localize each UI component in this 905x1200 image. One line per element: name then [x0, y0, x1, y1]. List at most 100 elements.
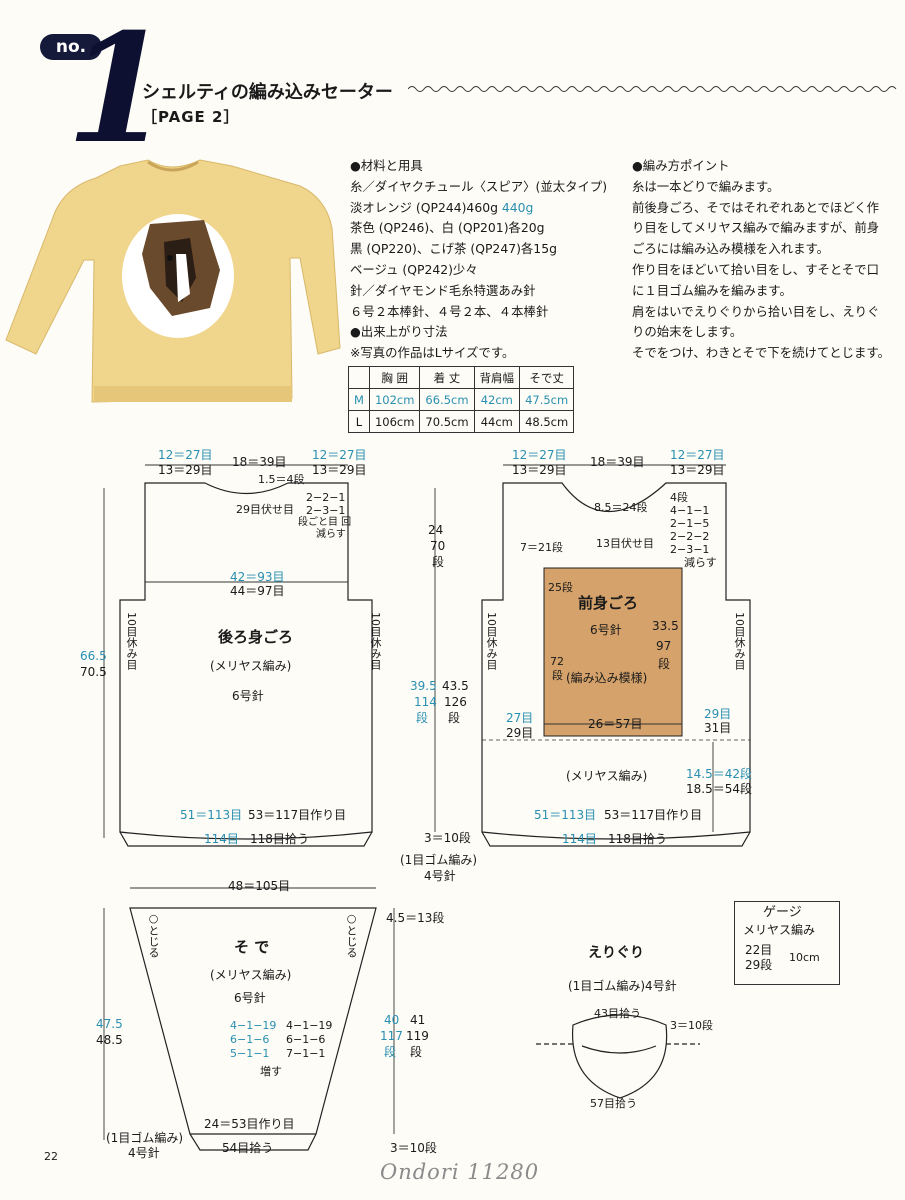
alt-weight: 440g [501, 199, 534, 215]
pattern-number: 1 [66, 1, 171, 177]
front-dec-4: 2−3−1 [670, 543, 710, 556]
armhole-rows: 70 [430, 539, 446, 553]
back-dec-2: 2−3−1 [306, 504, 346, 517]
sleeve-inc-m-1: 4−1−19 [230, 1019, 277, 1032]
back-neck-bind-off: 29目伏せ目 [236, 503, 294, 516]
front-dec-3: 2−2−2 [670, 530, 710, 543]
neckband-rows: 3＝10段 [670, 1019, 713, 1032]
front-neck-width: 18＝39目 [590, 455, 645, 469]
sleeve-rib-type: (1目ゴム編み) [106, 1131, 183, 1145]
front-rest-right: 10目休み目 [733, 612, 746, 670]
gauge-stitch: メリヤス編み [743, 923, 816, 937]
neckband-bottom: 57目拾う [590, 1097, 637, 1110]
size-table: 胸 囲 着 丈 背肩幅 そで丈 M 102cm 66.5cm 42cm 47.5… [348, 366, 575, 433]
front-side-right-m: 29目 [704, 707, 732, 721]
rib-type: (1目ゴム編み) [400, 853, 477, 867]
neckband-type: (1目ゴム編み)4号針 [568, 979, 677, 993]
gauge-size: 10cm [789, 951, 820, 964]
back-shoulder-m: 12＝27目 [158, 448, 213, 462]
points-line: 肩をはいでえりぐりから拾い目をし、えりぐ [632, 303, 880, 319]
gauge-box: ゲージ メリヤス編み 22目 29段 10cm [734, 901, 840, 985]
page-title: シェルティの編み込みセーター [142, 82, 393, 103]
back-neck-width: 18＝39目 [232, 455, 287, 469]
table-cell: 66.5cm [419, 388, 475, 411]
front-side-right-l: 31目 [704, 721, 732, 735]
front-shoulder-l: 13＝29目 [512, 463, 567, 477]
front-needle: 6号針 [590, 623, 622, 637]
sleeve-rows-m2: 117 [380, 1029, 403, 1043]
front-motif-height: 33.5 [652, 619, 679, 633]
gauge-title: ゲージ [763, 905, 802, 920]
front-lower-l: 18.5＝54段 [686, 782, 752, 796]
materials-line: 黒 (QP220)、こげ茶 (QP247)各15g [350, 241, 557, 257]
points-line: ●編み方ポイント [632, 158, 730, 173]
body-unit-m: 段 [416, 711, 429, 725]
sleeve-top-width: 48＝105目 [228, 879, 291, 893]
front-pick-l: 118目拾う [608, 832, 667, 846]
table-header: 背肩幅 [473, 366, 521, 389]
materials-line: 淡オレンジ (QP244)460g 440g [350, 199, 534, 215]
sleeve-rows-m: 40 [384, 1013, 400, 1027]
sleeve-inc-m-2: 6−1−6 [230, 1033, 270, 1046]
sleeve-pick: 54目拾う [222, 1141, 274, 1155]
watermark: Ondori 11280 [380, 1160, 540, 1184]
back-pick-m: 114目 [204, 832, 239, 846]
sleeve-stitch: (メリヤス編み) [210, 968, 292, 982]
body-rows-m: 114 [414, 695, 437, 709]
materials-line: ベージュ (QP242)少々 [350, 261, 478, 277]
back-width-l: 44＝97目 [230, 584, 285, 598]
armhole-unit: 段 [432, 555, 445, 569]
back-stitch: (メリヤス編み) [210, 659, 292, 673]
materials-block: ●材料と用具 糸／ダイヤクチュール〈スピア〉(並太タイプ) 淡オレンジ (QP2… [350, 156, 607, 364]
knitting-points: ●編み方ポイント 糸は一本どりで編みます。 前後身ごろ、そではそれぞれあとでほど… [632, 156, 890, 364]
front-side-left-m: 27目 [506, 711, 534, 725]
front-shoulder-m: 12＝27目 [512, 448, 567, 462]
sleeve-rows-l3: 段 [410, 1045, 423, 1059]
front-motif-unit: 段 [658, 657, 671, 671]
front-pick-m: 114目 [562, 832, 597, 846]
page-reference: ［PAGE 2］ [142, 108, 240, 126]
body-cm-m: 39.5 [410, 679, 437, 693]
sleeve-seam-right: ○とじる [345, 912, 358, 958]
back-dec-note-1: 段ごと目 回 [298, 517, 352, 528]
front-dec-2: 2−1−5 [670, 517, 710, 530]
table-cell: 44cm [473, 410, 521, 433]
materials-line: ６号２本棒針、４号２本、４本棒針 [350, 303, 549, 319]
sleeve-length-m: 47.5 [96, 1017, 123, 1031]
back-rest-right: 10目休み目 [369, 612, 382, 670]
points-line: そでをつけ、わきとそで下を続けてとじます。 [632, 345, 890, 361]
materials-line: ●出来上がり寸法 [350, 324, 448, 340]
table-cell: 48.5cm [519, 410, 575, 433]
back-shoulder-l-right: 13＝29目 [312, 463, 367, 477]
front-shoulder-m-right: 12＝27目 [670, 448, 725, 462]
sleeve-rib-needle: 4号針 [128, 1146, 160, 1160]
front-title: 前身ごろ [578, 594, 639, 612]
front-shoulder-l-right: 13＝29目 [670, 463, 725, 477]
back-dec-note-2: 減らす [316, 529, 346, 540]
sleeve-inc-l-3: 7−1−1 [286, 1047, 326, 1060]
sleeve-needle: 6号針 [234, 991, 266, 1005]
points-line: に１目ゴム編みを編みます。 [632, 282, 792, 298]
neckband-top: 43目拾う [594, 1007, 641, 1020]
back-shoulder-l: 13＝29目 [158, 463, 213, 477]
sleeve-inc-l-2: 6−1−6 [286, 1033, 326, 1046]
points-line: り目をしてメリヤス編みで編みますが、前身 [632, 220, 880, 236]
armhole-cm: 24 [428, 523, 444, 537]
sleeve-rows-l2: 119 [406, 1029, 429, 1043]
back-pick-l: 118目拾う [250, 832, 309, 846]
materials-line: 糸／ダイヤクチュール〈スピア〉(並太タイプ) [350, 178, 608, 194]
sleeve-title: そ で [234, 938, 270, 956]
front-stitch: (メリヤス編み) [566, 769, 648, 783]
body-cm-l: 43.5 [442, 679, 469, 693]
back-length-l: 70.5 [80, 665, 107, 679]
page-number: 22 [44, 1150, 58, 1163]
body-unit-l: 段 [448, 711, 461, 725]
sleeve-inc-l-1: 4−1−19 [286, 1019, 333, 1032]
front-side-rows: 7＝21段 [520, 541, 563, 554]
front-motif-top-rows: 25段 [548, 581, 573, 594]
front-dec-tail: 減らす [684, 556, 717, 569]
materials-line: ●材料と用具 [350, 158, 423, 173]
table-header: そで丈 [519, 366, 575, 389]
front-hem-cast-on: 53＝117目作り目 [604, 808, 703, 822]
sleeve-inc-m-3: 5−1−1 [230, 1047, 270, 1060]
